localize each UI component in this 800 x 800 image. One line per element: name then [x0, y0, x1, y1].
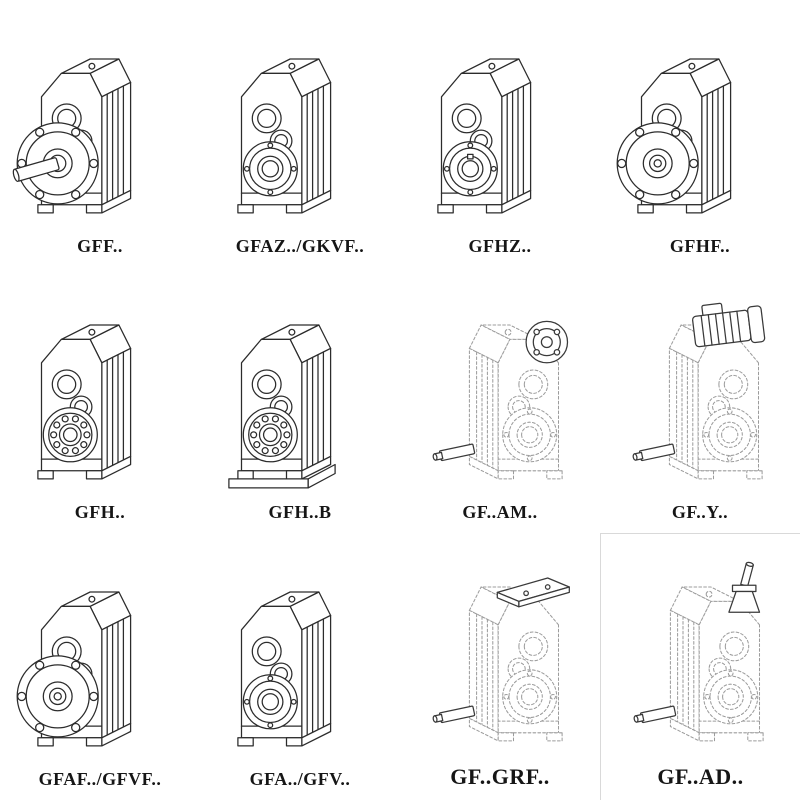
- variant-label: GFHZ..: [468, 235, 532, 256]
- gearbox-variant-cell: GF..GRF..: [400, 533, 600, 800]
- gearbox-variant-cell: GFA../GFV..: [200, 533, 400, 800]
- gearbox-drawing-gff: [11, 58, 132, 214]
- gearbox-variant-cell: GF..AD..: [600, 533, 800, 800]
- variant-label: GFAF../GFVF..: [38, 768, 162, 789]
- hollow-bore-detail: [653, 158, 662, 168]
- variant-label: GF..Y..: [671, 502, 729, 523]
- variant-label: GFHF..: [669, 235, 731, 256]
- variant-label: GF..GRF..: [450, 763, 550, 789]
- gearbox-variant-cell: GFHZ..: [400, 0, 600, 267]
- gearbox-drawing-gfhz: [437, 58, 532, 214]
- gearbox-drawing-gf-am: [431, 321, 569, 480]
- hollow-bore-detail: [53, 692, 62, 701]
- gearbox-drawing-gf-ad: [632, 561, 764, 742]
- gearbox-drawing-gfa-gfv: [237, 591, 332, 747]
- gearbox-variant-cell: GFAZ../GKVF..: [200, 0, 400, 267]
- variant-label: GFAZ../GKVF..: [235, 235, 365, 256]
- gearbox-drawing-gf-grf: [431, 577, 570, 742]
- gearbox-variant-cell: GF..Y..: [600, 267, 800, 534]
- variant-label: GFF..: [77, 235, 123, 256]
- gearbox-drawing-gfhf: [616, 58, 732, 214]
- gearbox-variant-cell: GF..AM..: [400, 267, 600, 534]
- variant-label: GFH..B: [268, 502, 332, 523]
- variant-label: GFA../GFV..: [249, 768, 351, 789]
- gearbox-drawing-gf-y: [631, 298, 766, 480]
- variant-label: GF..AD..: [657, 763, 744, 789]
- gearbox-variant-cell: GFH..B: [200, 267, 400, 534]
- gearbox-variant-cell: GFF..: [0, 0, 200, 267]
- keyway-detail: [466, 153, 474, 160]
- gearbox-variant-cell: GFHF..: [600, 0, 800, 267]
- variant-label: GFH..: [74, 502, 126, 523]
- gearbox-drawing-gfh-b: [228, 324, 336, 489]
- gearbox-drawing-gfaz-gkvf: [237, 58, 332, 214]
- gearbox-variant-cell: GFH..: [0, 267, 200, 534]
- gearbox-drawing-gfaf-gfvf: [16, 591, 132, 747]
- gearbox-variant-cell: GFAF../GFVF..: [0, 533, 200, 800]
- variant-label: GF..AM..: [462, 502, 538, 523]
- gearbox-drawing-gfh: [37, 324, 132, 480]
